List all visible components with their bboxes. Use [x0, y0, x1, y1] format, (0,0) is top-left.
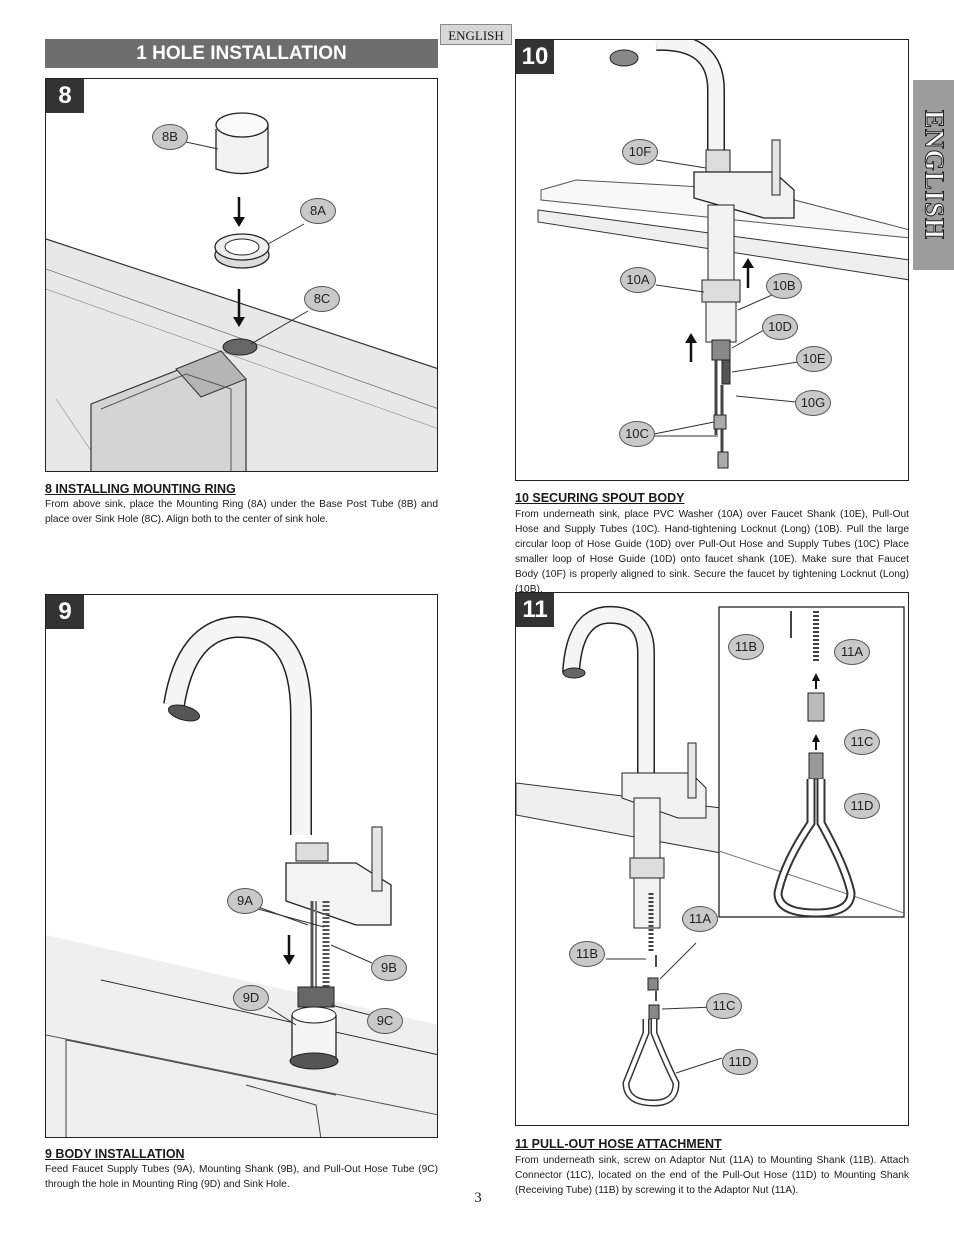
callout-10c: 10C	[619, 421, 655, 447]
step-8-number: 8	[46, 79, 84, 113]
side-tab-label: ENGLISH	[919, 109, 950, 241]
callout-10e: 10E	[796, 346, 832, 372]
callout-8c: 8C	[304, 286, 340, 312]
step-10-illustration: 10 10F 10A 10B 10D 10E 10G 10C	[515, 39, 909, 481]
step-9-number: 9	[46, 595, 84, 629]
callout-11c: 11C	[706, 993, 742, 1019]
callout-11a-inset: 11A	[834, 639, 870, 665]
callout-11d-inset: 11D	[844, 793, 880, 819]
step-11-number: 11	[516, 593, 554, 627]
spout-body-diagram	[537, 40, 908, 469]
mounting-ring-diagram	[46, 112, 437, 471]
body-installation-diagram	[46, 616, 437, 1137]
step-8-title: 8 INSTALLING MOUNTING RING	[45, 482, 236, 496]
step-11-text: From underneath sink, screw on Adaptor N…	[515, 1155, 909, 1196]
callout-11a: 11A	[682, 906, 718, 932]
callout-10b: 10B	[766, 273, 802, 299]
step-10-title: 10 SECURING SPOUT BODY	[515, 491, 685, 505]
step-9-illustration: 9 9A 9B 9D 9C	[45, 594, 438, 1138]
step-9-title: 9 BODY INSTALLATION	[45, 1147, 185, 1161]
callout-8a: 8A	[300, 198, 336, 224]
callout-11d: 11D	[722, 1049, 758, 1075]
callout-11b-inset: 11B	[728, 634, 764, 660]
callout-10d: 10D	[762, 314, 798, 340]
callout-8b: 8B	[152, 124, 188, 150]
section-title: 1 HOLE INSTALLATION	[45, 39, 438, 68]
step-10-number: 10	[516, 40, 554, 74]
step-10-text: From underneath sink, place PVC Washer (…	[515, 509, 909, 595]
step-8-illustration: 8 8B 8A 8C	[45, 78, 438, 472]
callout-9b: 9B	[371, 955, 407, 981]
step-11-title: 11 PULL-OUT HOSE ATTACHMENT	[515, 1137, 722, 1151]
callout-10f: 10F	[622, 139, 658, 165]
step-8-text: From above sink, place the Mounting Ring…	[45, 499, 438, 525]
step-9-text: Feed Faucet Supply Tubes (9A), Mounting …	[45, 1164, 438, 1190]
callout-10a: 10A	[620, 267, 656, 293]
callout-11c-inset: 11C	[844, 729, 880, 755]
callout-9c: 9C	[367, 1008, 403, 1034]
callout-10g: 10G	[795, 390, 831, 416]
page-number: 3	[474, 1190, 482, 1206]
side-language-tab[interactable]: ENGLISH	[913, 80, 954, 270]
callout-9d: 9D	[233, 985, 269, 1011]
callout-11b: 11B	[569, 941, 605, 967]
step-11-illustration: 11 11B 11A 11C 11D 11A 11B 11C 11D	[515, 592, 909, 1126]
callout-9a: 9A	[227, 888, 263, 914]
pull-out-hose-diagram	[516, 605, 905, 1107]
language-tag: ENGLISH	[440, 24, 512, 45]
